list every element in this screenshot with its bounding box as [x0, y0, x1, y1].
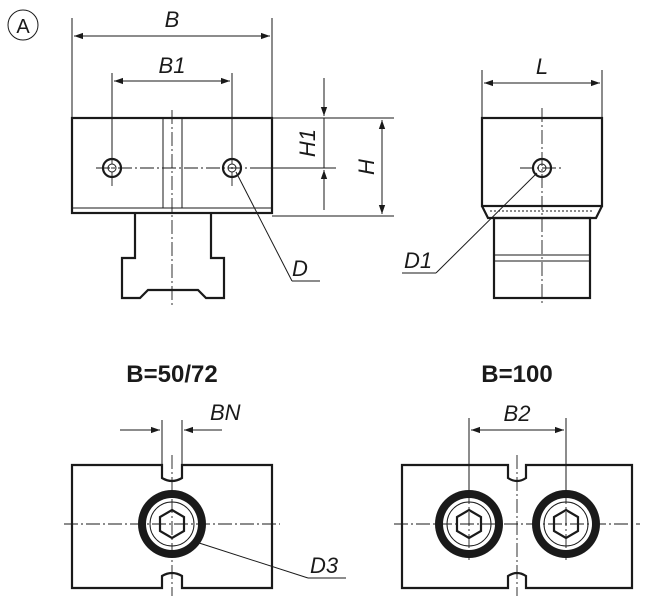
dim-b-label: B: [165, 7, 180, 32]
dim-d3-label: D3: [310, 553, 339, 578]
dim-b2-label: B2: [504, 401, 531, 426]
dim-bn-label: BN: [210, 400, 241, 425]
variant-large-view: B=100 B2: [394, 361, 640, 596]
dim-d1-label: D1: [404, 248, 432, 273]
dim-d-label: D: [292, 256, 308, 281]
front-foot: [120, 213, 226, 300]
front-view: B B1 H1 H D: [70, 7, 394, 305]
dim-l-label: L: [536, 54, 548, 79]
view-marker: A: [7, 9, 39, 41]
variant-large-body: [400, 463, 634, 590]
variant-small-title: B=50/72: [126, 361, 217, 388]
dim-h1-label: H1: [295, 129, 320, 157]
dim-b1-label: B1: [159, 53, 186, 78]
view-marker-label: A: [16, 16, 30, 38]
variant-small-view: B=50/72 BN D3: [64, 361, 346, 596]
variant-small-body: [70, 463, 274, 590]
dim-h-label: H: [354, 159, 379, 175]
variant-large-title: B=100: [481, 361, 552, 388]
side-view: L D1: [402, 54, 604, 305]
